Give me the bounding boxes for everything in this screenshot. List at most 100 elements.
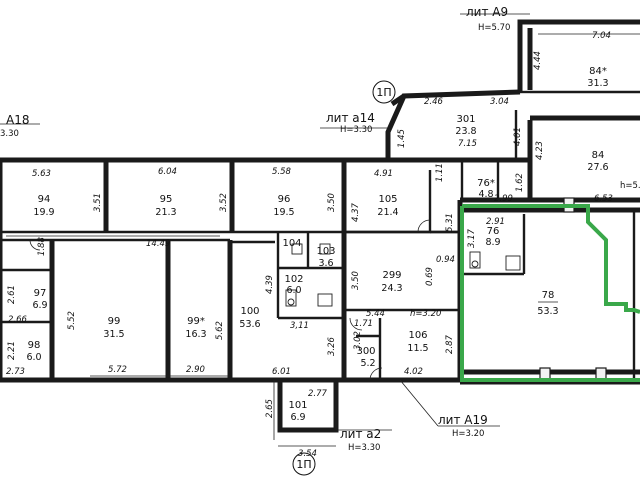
label-lit-a18: А18	[6, 113, 29, 127]
svg-text:6.0: 6.0	[26, 352, 41, 363]
svg-text:3.50: 3.50	[327, 193, 337, 212]
svg-text:299: 299	[382, 270, 401, 281]
room-99-star: 99* 16.3	[185, 316, 206, 340]
wing-a9-walls	[517, 19, 640, 200]
room-101: 101 6.9	[288, 400, 307, 423]
dimension-lines	[0, 13, 530, 447]
svg-text:4.37: 4.37	[351, 202, 361, 222]
svg-text:6.04: 6.04	[158, 167, 177, 177]
svg-text:106: 106	[408, 330, 427, 341]
svg-text:6.53: 6.53	[594, 194, 613, 204]
svg-text:8.9: 8.9	[485, 237, 500, 248]
svg-text:3.26: 3.26	[327, 336, 337, 356]
svg-text:100: 100	[240, 306, 259, 317]
svg-text:4.23: 4.23	[535, 141, 545, 160]
label-lit-a14: лит а14	[326, 111, 375, 125]
label-lit-a9-height: H=5.70	[478, 23, 510, 33]
room-103: 103 3.6	[316, 246, 335, 269]
svg-text:76: 76	[487, 226, 500, 237]
svg-text:5.2: 5.2	[360, 358, 375, 369]
svg-text:16.3: 16.3	[185, 329, 206, 340]
main-block-walls	[0, 157, 463, 433]
svg-text:4.02: 4.02	[404, 367, 423, 377]
svg-text:6.01: 6.01	[272, 367, 291, 377]
svg-text:1.88: 1.88	[37, 236, 47, 256]
sanitary-fixtures	[285, 243, 521, 307]
svg-text:5.52: 5.52	[67, 311, 77, 330]
svg-text:2.46: 2.46	[424, 97, 444, 107]
svg-text:2.91: 2.91	[486, 217, 505, 227]
svg-text:0.69: 0.69	[425, 267, 435, 286]
svg-text:6.9: 6.9	[32, 300, 47, 311]
label-lit-a2-height: H=3.30	[348, 443, 380, 453]
svg-text:11.5: 11.5	[407, 343, 428, 354]
section-marker-top: 1П	[372, 80, 396, 104]
svg-text:94: 94	[38, 194, 51, 205]
svg-text:1.45: 1.45	[397, 129, 407, 148]
svg-text:21.4: 21.4	[377, 207, 398, 218]
svg-text:103: 103	[316, 246, 335, 257]
section-marker-bottom: 1П	[292, 452, 316, 476]
room-104: 104	[282, 238, 301, 249]
room-299: 299 24.3	[381, 270, 402, 294]
svg-text:2.77: 2.77	[308, 389, 328, 399]
svg-text:5.72: 5.72	[108, 365, 127, 375]
svg-text:5.63: 5.63	[32, 169, 51, 179]
svg-text:7.04: 7.04	[592, 31, 611, 41]
svg-text:7.15: 7.15	[458, 139, 477, 149]
svg-text:3.51: 3.51	[93, 193, 103, 212]
svg-text:4.39: 4.39	[265, 275, 275, 294]
svg-text:78: 78	[542, 290, 555, 301]
svg-text:6.9: 6.9	[290, 412, 305, 423]
room-78: 78 53.3	[537, 290, 558, 317]
svg-text:27.6: 27.6	[587, 162, 608, 173]
highlight-room-78	[462, 204, 640, 314]
dimension-labels: 7.04 4.44 2.46 3.04 7.15 1.45 4.01 4.23 …	[6, 31, 613, 459]
room-84: 84 27.6	[587, 150, 608, 173]
svg-text:5.58: 5.58	[272, 167, 292, 177]
svg-text:104: 104	[282, 238, 301, 249]
room-99: 99 31.5	[103, 316, 124, 340]
label-right-height: h=5.	[620, 181, 640, 191]
svg-text:3.54: 3.54	[298, 449, 317, 459]
svg-text:3,11: 3,11	[290, 321, 309, 331]
svg-text:2.66: 2.66	[8, 315, 28, 325]
label-lit-a19: лит А19	[438, 413, 488, 427]
door-swings	[29, 219, 431, 381]
svg-text:84*: 84*	[589, 66, 607, 77]
svg-text:2.87: 2.87	[445, 334, 455, 354]
svg-text:4.8: 4.8	[478, 189, 493, 200]
svg-text:1.11: 1.11	[435, 163, 445, 182]
room-100: 100 53.6	[239, 306, 260, 330]
svg-text:53.6: 53.6	[239, 319, 260, 330]
svg-text:5.31: 5.31	[445, 213, 455, 232]
room-105: 105 21.4	[377, 194, 398, 218]
room-76: 76 8.9	[485, 226, 500, 248]
svg-text:53.3: 53.3	[537, 306, 558, 317]
svg-text:98: 98	[28, 340, 41, 351]
svg-text:2.73: 2.73	[6, 367, 25, 377]
svg-text:19.9: 19.9	[33, 207, 54, 218]
room-94: 94 19.9	[33, 194, 54, 218]
svg-text:31.3: 31.3	[587, 78, 608, 89]
svg-text:1.71: 1.71	[354, 319, 373, 329]
svg-text:1П: 1П	[376, 86, 391, 99]
svg-text:24.3: 24.3	[381, 283, 402, 294]
svg-text:31.5: 31.5	[103, 329, 124, 340]
svg-text:76*: 76*	[477, 178, 495, 189]
room-76-star: 76* 4.8	[477, 178, 495, 200]
svg-text:5.62: 5.62	[215, 321, 225, 340]
label-lit-a9: лит А9	[466, 5, 508, 19]
svg-text:102: 102	[284, 274, 303, 285]
svg-text:97: 97	[34, 288, 47, 299]
room-84-star: 84* 31.3	[587, 66, 608, 89]
svg-text:300: 300	[356, 346, 375, 357]
svg-text:99*: 99*	[187, 316, 205, 327]
room-98: 98 6.0	[26, 340, 41, 363]
svg-text:99: 99	[108, 316, 121, 327]
svg-text:2.90: 2.90	[186, 365, 205, 375]
svg-text:23.8: 23.8	[455, 126, 476, 137]
svg-text:2.99: 2.99	[494, 194, 513, 204]
svg-text:4.01: 4.01	[513, 127, 523, 146]
